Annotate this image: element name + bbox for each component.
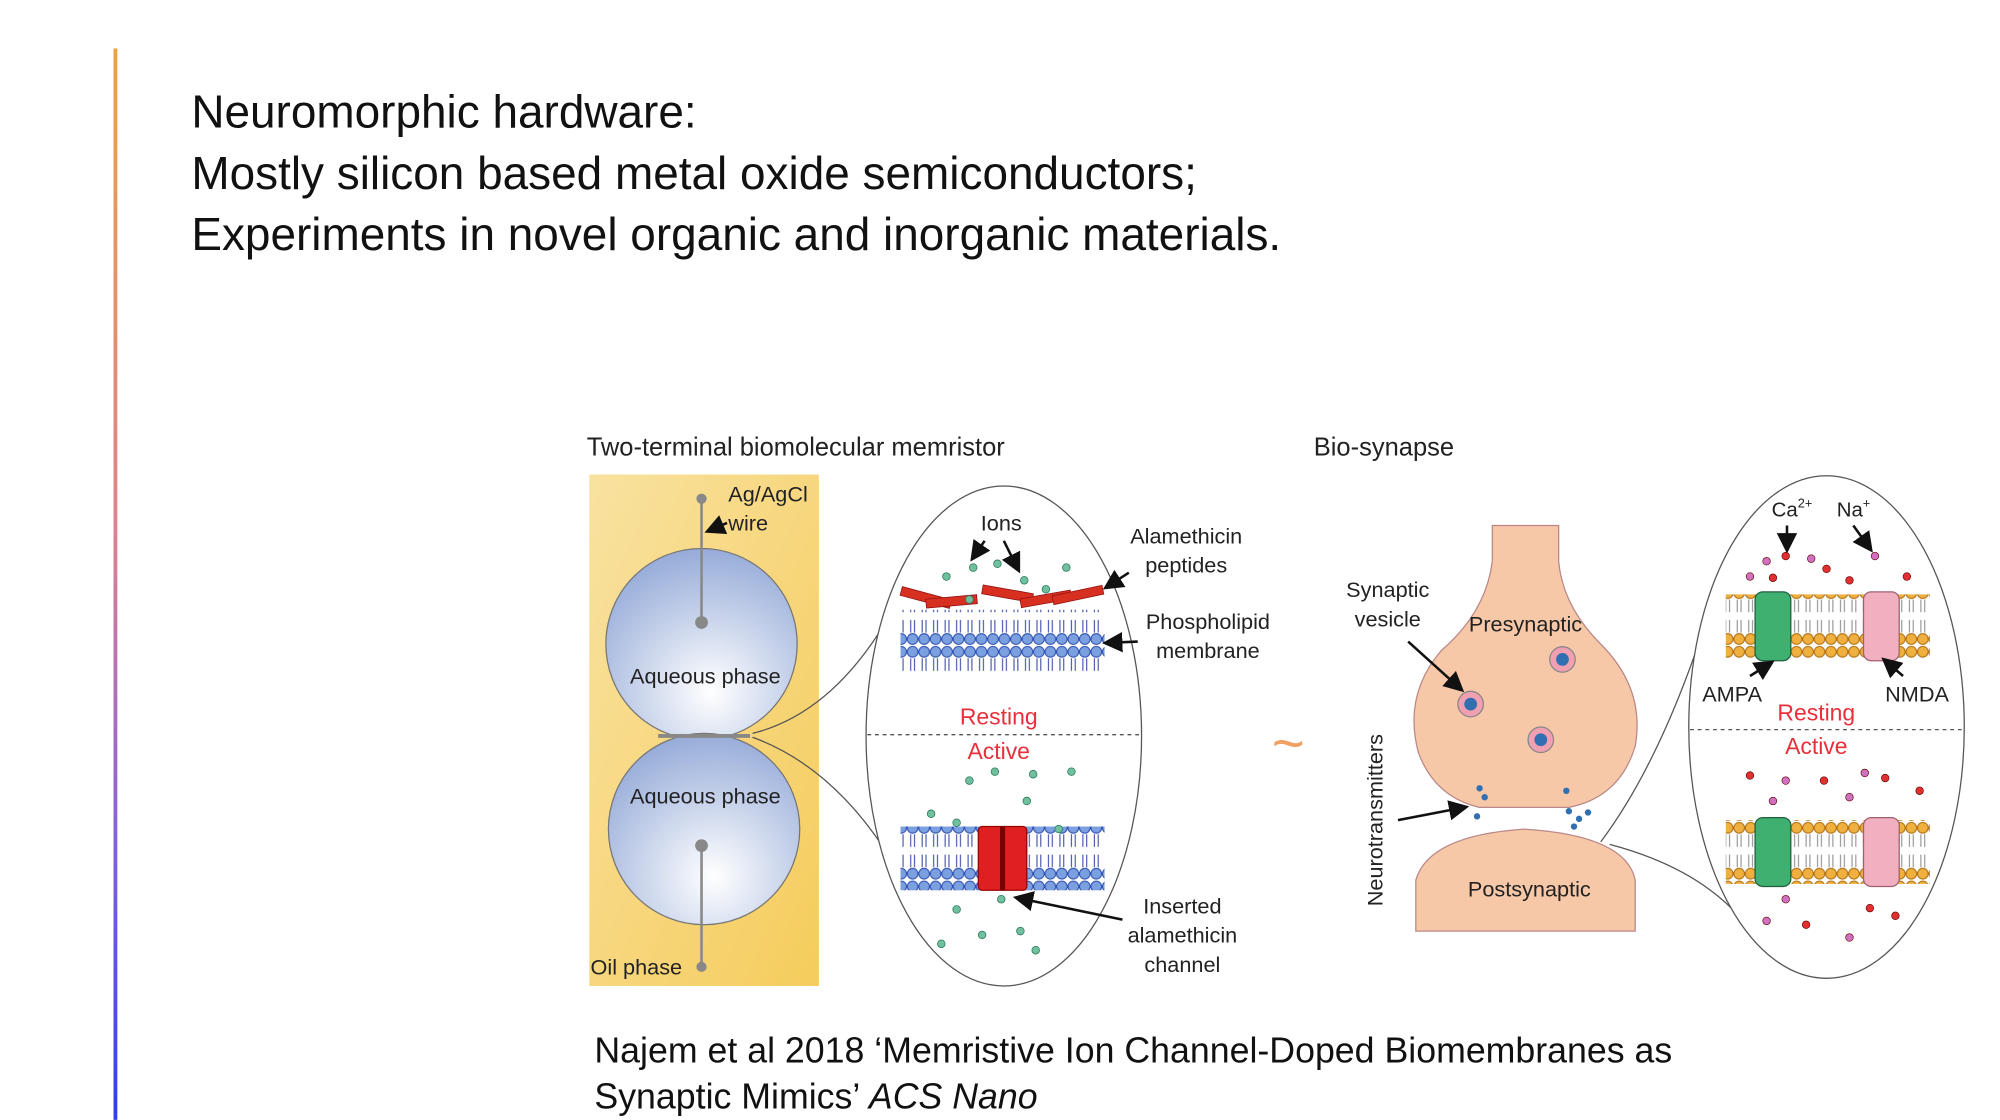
label-ions: Ions: [981, 511, 1022, 536]
citation-line-1: Najem et al 2018 ‘Memristive Ion Channel…: [594, 1030, 1673, 1071]
memristor-zoom-ellipse: [865, 485, 1143, 987]
similarity-tilde: ~: [1272, 712, 1305, 775]
label-resting-synapse: Resting: [1777, 700, 1855, 726]
phospholipid-membrane-resting: [900, 609, 1105, 674]
label-membrane: membrane: [1156, 638, 1260, 663]
title-line: Neuromorphic hardware:: [191, 85, 697, 138]
citation-line-2: Synaptic Mimics’ ACS Nano: [594, 1074, 1672, 1120]
label-inserted: Inserted: [1143, 893, 1221, 918]
citation: Najem et al 2018 ‘Memristive Ion Channel…: [594, 1028, 1672, 1120]
citation-text: Synaptic Mimics’: [594, 1076, 869, 1117]
label-aqueous-bottom: Aqueous phase: [630, 784, 781, 809]
alamethicin-peptides: [899, 584, 1105, 609]
label-ampa: AMPA: [1702, 682, 1762, 707]
label-alamethicin: Alamethicin: [1130, 523, 1242, 548]
aqueous-droplet-bottom: [607, 732, 801, 926]
ions: [926, 559, 1076, 955]
title-line: Mostly silicon based metal oxide semicon…: [191, 146, 1197, 199]
accent-line: [113, 48, 118, 1120]
label-calcium: Ca2+: [1772, 496, 1813, 522]
label-oil-phase: Oil phase: [591, 954, 683, 979]
neurotransmitters-dots: [1464, 653, 1592, 830]
cations: [1745, 551, 1924, 942]
label-wire: wire: [727, 511, 768, 536]
label-active: Active: [967, 738, 1029, 764]
label-sodium: Na+: [1837, 496, 1871, 522]
presynaptic-terminal: [1413, 524, 1638, 809]
label-ag-agcl: Ag/AgCl: [728, 481, 808, 506]
slide-title: Neuromorphic hardware: Mostly silicon ba…: [191, 82, 1281, 266]
label-nmda: NMDA: [1885, 682, 1949, 707]
label-aqueous-top: Aqueous phase: [630, 664, 781, 689]
synapse-zoom-ellipse: [1688, 475, 1965, 979]
label-postsynaptic: Postsynaptic: [1468, 877, 1591, 902]
synapse-title: Bio-synapse: [1314, 433, 1454, 461]
label-vesicle: vesicle: [1355, 606, 1421, 631]
memristor-title: Two-terminal biomolecular memristor: [587, 433, 1006, 461]
title-line: Experiments in novel organic and inorgan…: [191, 207, 1282, 261]
nmda-receptor: [1862, 591, 1900, 888]
label-alamethicin-channel: alamethicin: [1128, 923, 1238, 948]
label-phospholipid: Phospholipid: [1146, 609, 1270, 634]
label-active-synapse: Active: [1785, 733, 1847, 759]
label-resting: Resting: [960, 703, 1038, 729]
ampa-receptor: [1754, 591, 1792, 888]
label-neurotransmitters: Neurotransmitters: [1363, 734, 1388, 906]
citation-journal: ACS Nano: [868, 1076, 1038, 1117]
label-presynaptic: Presynaptic: [1469, 611, 1582, 636]
postsynaptic-terminal: [1415, 828, 1636, 932]
label-channel: channel: [1144, 952, 1220, 977]
label-peptides: peptides: [1145, 553, 1227, 578]
label-synaptic: Synaptic: [1346, 577, 1429, 602]
